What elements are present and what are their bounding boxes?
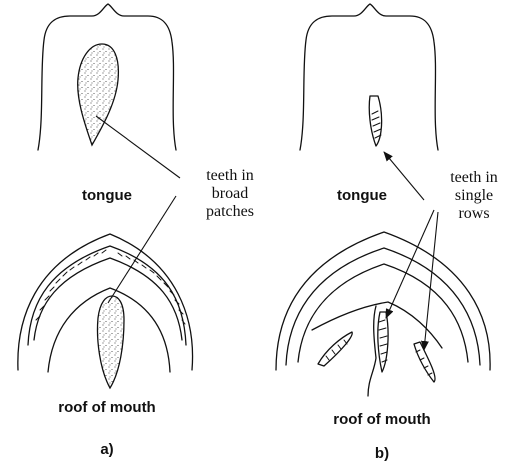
callout-text-b-3: rows	[458, 205, 489, 222]
callout-arrow-tongue-b	[384, 152, 424, 200]
palate-outline-b	[312, 302, 442, 348]
callout-text-a-2: broad	[212, 185, 248, 202]
tongue-outline-b	[300, 4, 438, 150]
tongue-label-a: tongue	[82, 187, 132, 204]
tongue-label-b: tongue	[337, 187, 387, 204]
palate-midline-b	[368, 306, 376, 396]
roof-label-a: roof of mouth	[58, 399, 155, 416]
tooth-patch-tongue-a	[78, 44, 119, 145]
callout-arrow-center-b	[386, 210, 434, 318]
roof-outer-arch-b	[276, 232, 490, 370]
roof-label-b: roof of mouth	[333, 411, 430, 428]
panel-letter-a: a)	[100, 441, 113, 458]
tooth-row-left-b	[318, 332, 352, 366]
tooth-patch-roof-a	[98, 296, 125, 388]
callout-arrow-right-b	[424, 212, 438, 350]
tooth-row-tongue-b	[369, 96, 381, 146]
roof-third-arch-b	[298, 264, 468, 362]
tooth-row-tongue-hatch-b	[372, 111, 381, 138]
callout-text-b-2: single	[455, 187, 493, 204]
callout-leader-tongue-a	[96, 116, 180, 178]
panel-letter-b: b)	[375, 445, 389, 462]
panel-a: tongue teeth in broad patches roof of mo…	[18, 4, 254, 458]
panel-b: tongue teeth in single rows roof of mout…	[276, 4, 498, 462]
tooth-row-center-hatch-b	[379, 320, 387, 362]
roof-second-arch-b	[286, 248, 480, 365]
callout-text-b-1: teeth in	[450, 169, 498, 186]
callout-text-a-1: teeth in	[206, 167, 254, 184]
callout-text-a-3: patches	[206, 203, 254, 220]
